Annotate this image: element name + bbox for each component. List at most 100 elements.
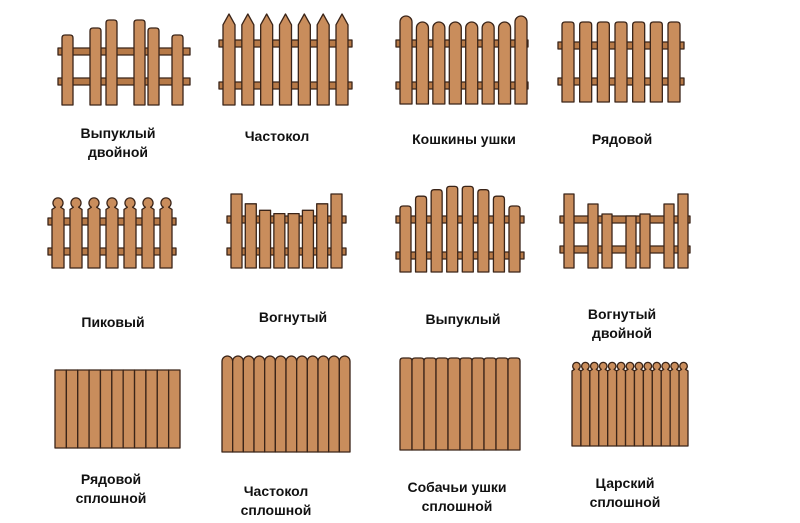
picket xyxy=(296,355,308,453)
picket xyxy=(448,21,462,105)
picket xyxy=(632,21,646,103)
picket xyxy=(221,355,234,453)
picket xyxy=(105,19,118,106)
picket xyxy=(141,197,155,269)
picket xyxy=(301,209,315,269)
picket xyxy=(273,212,286,269)
label-row: Рядовой xyxy=(591,131,653,147)
picket xyxy=(330,193,343,269)
picket xyxy=(156,369,170,449)
picket xyxy=(414,195,428,273)
picket xyxy=(69,197,83,269)
picket xyxy=(317,355,330,453)
picket xyxy=(167,369,181,449)
picket xyxy=(242,355,255,453)
picket xyxy=(159,197,173,269)
picket xyxy=(492,195,506,273)
picket xyxy=(481,21,495,105)
picket xyxy=(508,205,521,273)
picket xyxy=(230,193,243,269)
label-concave: Вогнутый xyxy=(258,309,328,325)
picket xyxy=(241,13,255,106)
picket xyxy=(89,27,102,106)
picket xyxy=(88,369,102,449)
picket xyxy=(423,357,437,451)
fence-cat-ears xyxy=(395,15,529,105)
picket xyxy=(65,369,79,449)
picket xyxy=(430,189,443,273)
picket xyxy=(596,21,610,103)
picket xyxy=(105,197,119,269)
picket xyxy=(642,361,653,447)
picket xyxy=(625,215,637,269)
picket xyxy=(461,185,474,273)
picket xyxy=(297,13,311,106)
picket xyxy=(495,357,509,451)
label-picket: Частокол xyxy=(244,128,310,144)
picket xyxy=(145,369,158,449)
picket xyxy=(328,355,340,453)
picket xyxy=(435,357,449,451)
picket xyxy=(677,193,689,269)
picket xyxy=(587,203,599,269)
picket xyxy=(660,361,671,447)
picket xyxy=(232,355,244,453)
rail xyxy=(57,77,191,86)
picket xyxy=(678,361,689,447)
fence-row xyxy=(557,21,685,103)
picket xyxy=(514,15,528,105)
picket xyxy=(415,21,430,105)
fence-picket xyxy=(218,13,353,106)
picket xyxy=(306,355,319,453)
picket xyxy=(222,13,236,106)
picket xyxy=(316,13,330,106)
fence-dog-ears-solid xyxy=(399,357,521,451)
picket xyxy=(399,205,412,273)
picket xyxy=(459,357,473,451)
picket xyxy=(633,361,645,447)
picket xyxy=(87,197,101,269)
picket xyxy=(171,34,184,106)
picket xyxy=(477,189,490,273)
picket xyxy=(133,19,146,106)
picket xyxy=(615,361,627,447)
picket xyxy=(51,197,65,269)
picket xyxy=(338,355,351,453)
picket xyxy=(563,193,575,269)
picket xyxy=(54,369,68,449)
fence-row-solid xyxy=(54,369,181,449)
picket xyxy=(133,369,147,449)
picket xyxy=(579,21,593,103)
fence-concave xyxy=(226,193,347,269)
rail xyxy=(57,47,191,56)
fence-concave-double xyxy=(559,193,691,269)
picket xyxy=(61,34,74,106)
picket xyxy=(651,361,662,447)
picket xyxy=(649,21,663,103)
picket xyxy=(580,361,591,447)
picket xyxy=(607,361,618,447)
fence-royal-solid xyxy=(571,361,689,447)
picket xyxy=(624,361,636,447)
picket xyxy=(561,21,575,103)
picket xyxy=(399,15,413,105)
fence-picket-solid xyxy=(221,355,351,453)
fence-peak xyxy=(47,197,177,269)
picket xyxy=(598,361,609,447)
picket xyxy=(669,361,680,447)
label-convex: Выпуклый xyxy=(425,311,501,327)
picket xyxy=(253,355,266,453)
picket xyxy=(589,361,600,447)
picket xyxy=(667,21,681,103)
fence-convex-double xyxy=(57,19,191,106)
picket xyxy=(278,13,293,106)
picket xyxy=(497,21,512,105)
picket xyxy=(399,357,413,451)
picket xyxy=(507,357,521,451)
picket xyxy=(274,355,287,453)
picket xyxy=(663,203,675,269)
